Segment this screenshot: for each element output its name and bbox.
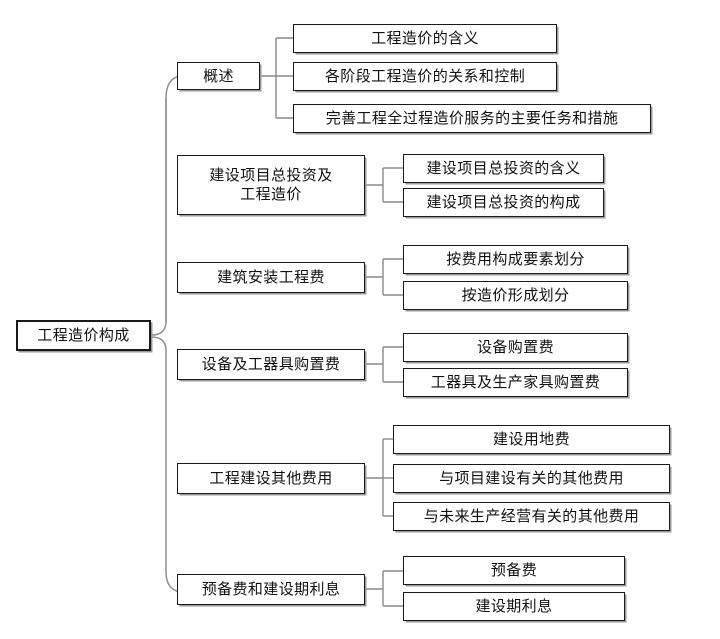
leaf-node-total-investment-2[interactable]: 建设项目总投资的构成 — [403, 188, 604, 217]
leaf-node-equipment-tools-2[interactable]: 工器具及生产家具购置费 — [403, 368, 628, 397]
branch-node-construction-installation[interactable]: 建筑安装工程费 — [177, 262, 365, 293]
leaf-node-equipment-tools-1[interactable]: 设备购置费 — [403, 333, 628, 362]
leaf-node-label: 建设用地费 — [492, 430, 570, 449]
leaf-node-label: 建设项目总投资的含义 — [426, 159, 581, 178]
leaf-node-label: 与未来生产经营有关的其他费用 — [423, 507, 640, 526]
leaf-node-construction-installation-1[interactable]: 按费用构成要素划分 — [403, 245, 628, 274]
branch-node-reserve-interest[interactable]: 预备费和建设期利息 — [177, 574, 365, 605]
leaf-node-label: 按造价形成划分 — [461, 286, 570, 305]
branch-node-other-costs[interactable]: 工程建设其他费用 — [177, 463, 365, 494]
leaf-node-label: 工器具及生产家具购置费 — [430, 373, 601, 392]
leaf-node-label: 建设期利息 — [475, 597, 553, 616]
leaf-node-label: 预备费 — [490, 561, 538, 580]
leaf-node-label: 工程造价的含义 — [371, 29, 479, 48]
leaf-node-reserve-interest-1[interactable]: 预备费 — [403, 556, 625, 585]
leaf-node-label: 各阶段工程造价的关系和控制 — [324, 67, 526, 86]
leaf-node-total-investment-1[interactable]: 建设项目总投资的含义 — [403, 154, 604, 183]
branch-node-label: 设备及工器具购置费 — [201, 355, 341, 374]
leaf-node-label: 完善工程全过程造价服务的主要任务和措施 — [325, 109, 619, 128]
leaf-node-overview-3[interactable]: 完善工程全过程造价服务的主要任务和措施 — [293, 104, 651, 133]
branch-node-total-investment[interactable]: 建设项目总投资及 工程造价 — [177, 155, 365, 215]
branch-node-overview[interactable]: 概述 — [177, 62, 260, 90]
root-brace-icon — [151, 75, 181, 336]
leaf-node-reserve-interest-2[interactable]: 建设期利息 — [403, 592, 625, 621]
branch-node-label: 工程建设其他费用 — [209, 469, 333, 488]
branch-node-label: 预备费和建设期利息 — [201, 580, 341, 599]
branch-node-label: 建设项目总投资及 工程造价 — [209, 166, 333, 203]
leaf-node-overview-1[interactable]: 工程造价的含义 — [293, 24, 557, 53]
branch-node-label: 建筑安装工程费 — [217, 268, 325, 287]
leaf-node-construction-installation-2[interactable]: 按造价形成划分 — [403, 281, 628, 310]
leaf-node-label: 建设项目总投资的构成 — [426, 193, 581, 212]
branch-node-label: 概述 — [203, 66, 234, 85]
leaf-node-label: 设备购置费 — [476, 338, 554, 357]
branch-node-equipment-tools[interactable]: 设备及工器具购置费 — [177, 349, 365, 380]
root-node[interactable]: 工程造价构成 — [16, 320, 151, 351]
leaf-node-overview-2[interactable]: 各阶段工程造价的关系和控制 — [293, 62, 557, 91]
leaf-node-other-costs-3[interactable]: 与未来生产经营有关的其他费用 — [393, 502, 670, 531]
leaf-node-other-costs-2[interactable]: 与项目建设有关的其他费用 — [393, 464, 670, 493]
leaf-node-other-costs-1[interactable]: 建设用地费 — [393, 425, 670, 454]
leaf-node-label: 按费用构成要素划分 — [446, 250, 585, 269]
leaf-node-label: 与项目建设有关的其他费用 — [439, 469, 624, 488]
root-brace-lower — [151, 336, 181, 593]
root-node-label: 工程造价构成 — [37, 326, 130, 345]
